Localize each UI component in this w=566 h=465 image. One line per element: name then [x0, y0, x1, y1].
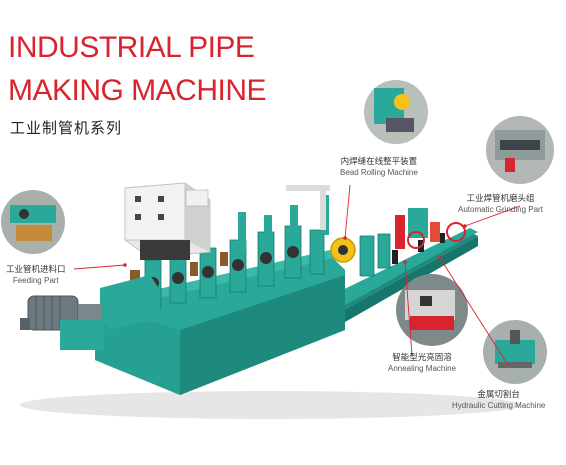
bead-rolling-photo	[364, 80, 428, 144]
bead-rolling-label-en: Bead Rolling Machine	[340, 168, 418, 177]
annealing-photo	[396, 274, 468, 346]
bead-rolling-label-zh: 内焊缝在线整平装置	[340, 157, 418, 167]
cutting-callout: 金属切割台 Hydraulic Cutting Machine	[452, 390, 545, 411]
annealing-label-en: Annealing Machine	[388, 364, 457, 373]
feeding-photo	[1, 190, 65, 254]
title-line-2: MAKING MACHINE	[8, 74, 267, 107]
cutting-photo	[483, 320, 547, 384]
feeding-callout: 工业管机进料口 Feeding Part	[6, 265, 66, 286]
grinding-label-en: Automatic Grinding Part	[458, 205, 543, 214]
feeding-label-zh: 工业管机进料口	[6, 265, 66, 275]
bead-rolling-callout: 内焊缝在线整平装置 Bead Rolling Machine	[340, 157, 418, 178]
cutting-label-zh: 金属切割台	[477, 390, 520, 400]
subtitle: 工业制管机系列	[10, 119, 123, 137]
cutting-label-en: Hydraulic Cutting Machine	[452, 401, 546, 410]
grinding-label-zh: 工业焊管机磨头组	[466, 194, 535, 204]
title-line-1: INDUSTRIAL PIPE	[8, 31, 255, 64]
feeding-label-en: Feeding Part	[12, 276, 59, 285]
annealing-label-zh: 智能型光亮固溶	[392, 353, 452, 363]
grinding-callout: 工业焊管机磨头组 Automatic Grinding Part	[458, 194, 543, 215]
annealing-callout: 智能型光亮固溶 Annealing Machine	[388, 353, 456, 374]
grinding-photo	[486, 116, 554, 184]
